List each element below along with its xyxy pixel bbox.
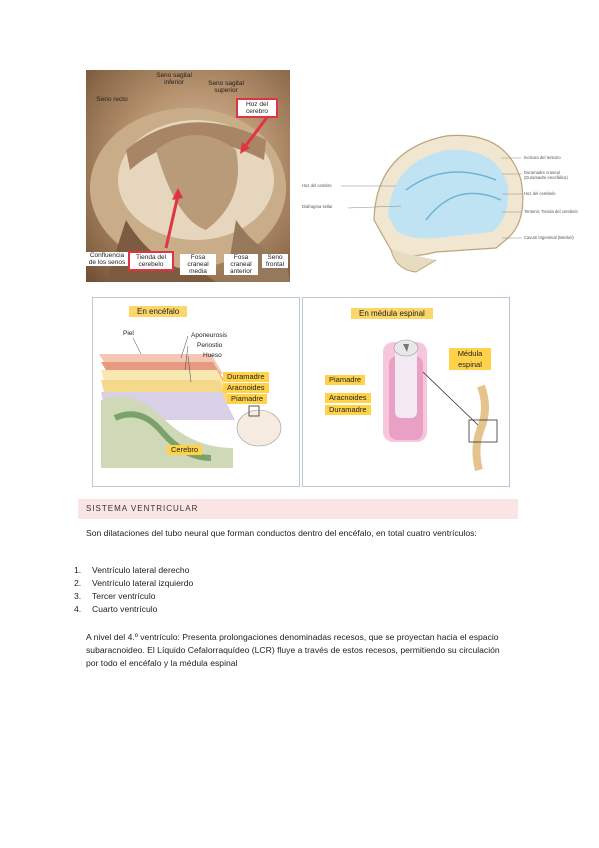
section-intro: Son dilataciones del tubo neural que for… xyxy=(86,528,477,538)
panel-encefalo-title: En encéfalo xyxy=(129,306,188,317)
label-seno-sagital-superior: Seno sagital superior xyxy=(208,80,244,94)
label-seno-sagital-inferior: Seno sagital inferior xyxy=(156,72,192,86)
panel-medula: En médula espinal Médula espinal Piamadr… xyxy=(302,297,510,487)
label-periostio: Periostio xyxy=(197,342,223,349)
skull-photo-illustration xyxy=(90,108,290,282)
label-tentorio: Tentorio; Tienda del cerebelo xyxy=(524,209,578,214)
panel-medula-title: En médula espinal xyxy=(351,308,433,319)
label-confluencia: Confluencia de los senos xyxy=(86,252,128,266)
section-paragraph: A nivel del 4.º ventrículo: Presenta pro… xyxy=(86,632,500,668)
label-hoz-del-cerebelo: Hoz del cerebelo xyxy=(524,191,556,196)
meninges-medula-illustration xyxy=(383,339,498,472)
tag-cerebro: Cerebro xyxy=(167,445,203,455)
section-title: SISTEMA VENTRICULAR xyxy=(86,504,199,513)
label-diafragma-sellar: Diafragma sellar xyxy=(302,204,333,209)
list-item: 3.Tercer ventrículo xyxy=(74,591,156,601)
tag-medula-espinal: Médula espinal xyxy=(449,348,491,370)
label-fosa-craneal-anterior: Fosa craneal anterior xyxy=(224,254,258,275)
label-piel: Piel xyxy=(123,330,134,337)
list-item: 4.Cuarto ventrículo xyxy=(74,604,158,614)
section-header-bar: SISTEMA VENTRICULAR xyxy=(78,499,518,519)
label-hoz-del-cerebro: Hoz del cerebro xyxy=(236,98,278,118)
skull-diagram-illustration xyxy=(341,134,524,273)
tag-piamadre-medula: Piamadre xyxy=(325,375,366,385)
label-aponeurosis: Aponeurosis xyxy=(191,332,228,339)
tag-duramadre-medula: Duramadre xyxy=(325,405,371,415)
list-item: 1.Ventrículo lateral derecho xyxy=(74,565,190,575)
label-tienda-del-cerebelo: Tienda del cerebelo xyxy=(128,251,174,271)
label-cavum-trigeminal: Cavum trigeminal (Meckel) xyxy=(524,235,574,240)
label-seno-frontal: Seno frontal xyxy=(262,254,288,268)
label-fosa-craneal-media: Fosa craneal media xyxy=(180,254,216,275)
skull-diagram: Hoz del cerebro Diafragma sellar Incisur… xyxy=(296,120,594,280)
list-item: 2.Ventrículo lateral izquierdo xyxy=(74,578,194,588)
label-seno-recto: Seno recto xyxy=(96,96,128,103)
tag-aracnoides-medula: Aracnoides xyxy=(325,393,371,403)
tag-duramadre-encefalo: Duramadre xyxy=(223,372,269,382)
label-hueso: Hueso xyxy=(203,352,222,359)
label-duramadre-craneal: Duramadre craneal (Duramadre encefálica) xyxy=(524,170,568,180)
dissection-photo: Seno sagital inferior Seno sagital super… xyxy=(86,70,290,282)
tag-piamadre-encefalo: Piamadre xyxy=(227,394,268,404)
panel-encefalo: En encéfalo Piel Aponeurosis Periostio H… xyxy=(92,297,300,487)
label-incisura-del-tentorio: Incisura del tentorio xyxy=(524,155,561,160)
ventricle-list: 1.Ventrículo lateral derecho 2.Ventrícul… xyxy=(74,564,374,616)
tag-aracnoides-encefalo: Aracnoides xyxy=(223,383,269,393)
label-hoz-del-cerebro-2: Hoz del cerebro xyxy=(302,183,332,188)
